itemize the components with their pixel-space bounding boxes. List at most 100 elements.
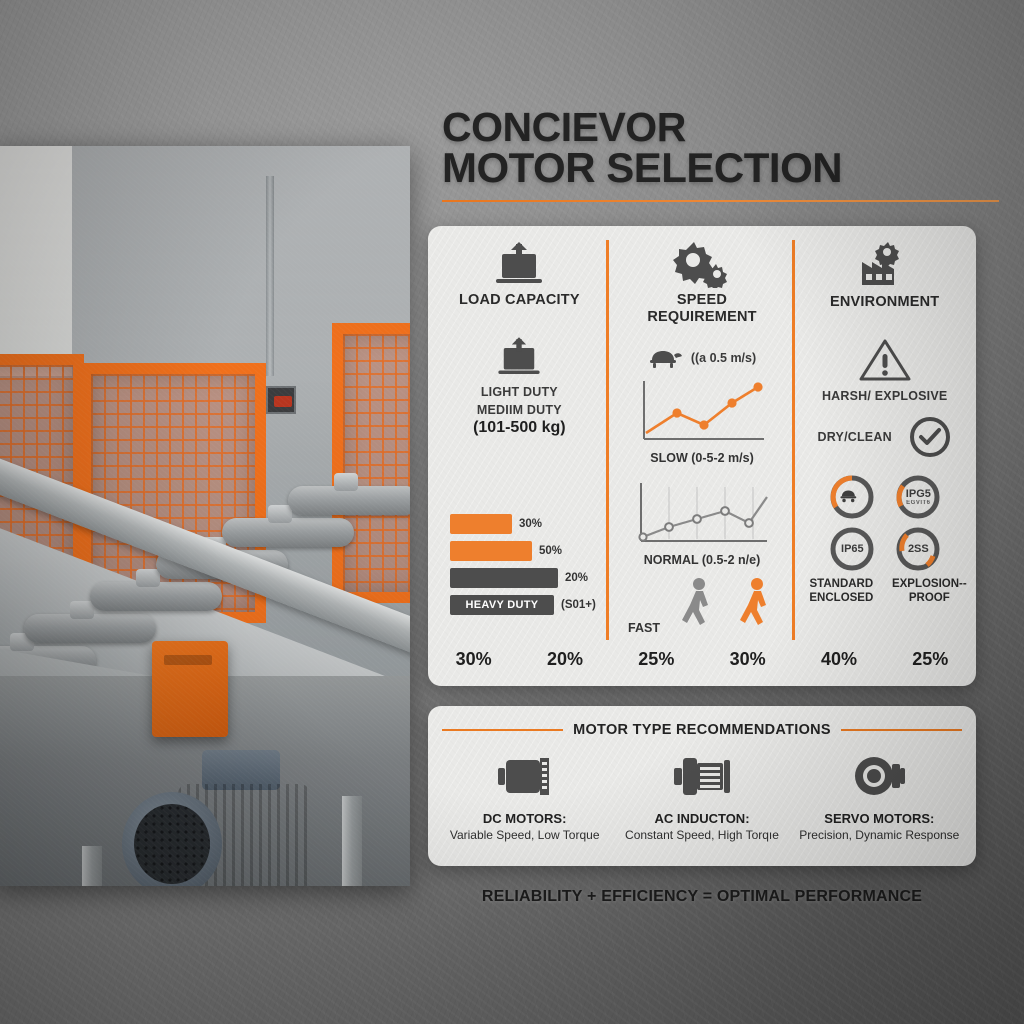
medium-duty-label: MEDIIM DUTY	[476, 402, 562, 417]
recommendations-panel: MOTOR TYPE RECOMMENDATIONS	[428, 706, 976, 866]
percentage-row: 30% 20% 25% 30% 40% 25%	[428, 649, 976, 670]
ring-icon	[896, 527, 940, 571]
load-capacity-bar-chart: 30% 50% 20% HEAVY DUTY	[450, 514, 606, 622]
column-title-speed-2: REQUIREMENT	[647, 308, 757, 325]
ac-motor-icon	[673, 758, 730, 795]
rec-name-dc: DC MOTORS:	[482, 811, 567, 826]
badge-2ss-text: 2SS	[895, 526, 941, 572]
recommendations-columns: DC MOTORS: Variable Speed, Low Torque	[428, 754, 976, 842]
motor-terminal-box	[202, 750, 280, 790]
motor-fan-cover	[122, 792, 222, 886]
crate-icon-small	[498, 336, 540, 374]
servo-motor-icon	[855, 757, 906, 795]
conveyor-roller	[222, 505, 354, 547]
badge-ipg5-value: IPG5	[905, 488, 931, 500]
dry-clean-label: DRY/CLEAN	[817, 429, 892, 444]
ring-icon	[896, 475, 940, 519]
column-divider	[606, 240, 609, 640]
page-title: CONCIEVOR MOTOR SELECTION	[442, 107, 1002, 191]
badge-row: IP65 2SS	[799, 526, 971, 572]
recommendation-servo-motors: SERVO MOTORS: Precision, Dynamic Respons…	[791, 754, 968, 842]
walking-person-orange-icon	[739, 578, 766, 626]
fast-label: FAST	[628, 621, 660, 636]
badge-label-explosion: EXPLOSION--PROOF	[891, 578, 967, 604]
badge-ipg5-text: IPG5 EGVIT6	[895, 474, 941, 520]
criteria-panel: LOAD CAPACITY LIGHT DUTY MEDIIM DUTY (10…	[428, 226, 976, 686]
badge-ipg5-sub: EGVIT6	[906, 500, 931, 506]
walking-person-grey-icon	[681, 578, 708, 626]
normal-speed-line-chart	[638, 483, 768, 543]
photo-wall-panel	[0, 146, 72, 376]
warning-triangle-icon	[859, 339, 911, 381]
badge-ip65-value: IP65	[841, 543, 864, 555]
electric-motor	[116, 750, 336, 886]
title-line-2: MOTOR SELECTION	[442, 143, 843, 191]
bar-heavy-duty-label: HEAVY DUTY	[465, 599, 539, 611]
footer-tagline: RELIABILITY + EFFICIENCY = OPTIMAL PERFO…	[481, 888, 923, 905]
badge-conveyor	[829, 474, 875, 520]
bar-third	[450, 568, 558, 588]
badge-ip65-text: IP65	[829, 526, 875, 572]
environment-badges: IPG5 EGVIT6 IP65	[799, 474, 971, 606]
rec-desc-servo: Precision, Dynamic Response	[799, 828, 960, 842]
photo-control-box	[266, 386, 296, 414]
column-speed-requirement: SPEED REQUIREMENT ((a 0.5	[611, 226, 794, 686]
rec-name-servo: SERVO MOTORS:	[824, 811, 935, 826]
badge-2ss-value: 2SS	[907, 543, 929, 555]
turtle-icon	[649, 351, 682, 369]
badge-ipg5: IPG5 EGVIT6	[895, 474, 941, 520]
percent-speed-2: 30%	[729, 649, 766, 669]
normal-chart-caption: NORMAL (0.5-2 n/e)	[643, 553, 761, 568]
percent-load-1: 30%	[455, 649, 492, 669]
bar-heavy-duty: HEAVY DUTY	[450, 595, 554, 615]
slow-speed-line-chart	[643, 381, 764, 441]
percent-load-2: 20%	[546, 649, 583, 669]
recommendation-ac-induction: AC INDUCTON: Constant Speed, High Torqıe	[613, 754, 790, 842]
gears-icon	[673, 242, 727, 288]
bar-row: HEAVY DUTY (S01+)	[450, 595, 606, 615]
percent-env-2: 25%	[912, 649, 949, 669]
bar-row: 30%	[450, 514, 606, 534]
column-title-load: LOAD CAPACITY	[458, 292, 580, 308]
ring-icon	[830, 475, 874, 519]
bar-row: 20%	[450, 568, 606, 588]
title-underline	[442, 200, 999, 202]
turtle-row: ((a 0.5 m/s)	[611, 347, 794, 369]
badge-2ss: 2SS	[895, 526, 941, 572]
bar-label-1: 50%	[539, 545, 563, 557]
photo-shading	[0, 146, 410, 886]
crate-icon	[496, 242, 543, 283]
dc-motor-icon	[497, 758, 549, 795]
ring-icon	[830, 527, 874, 571]
conveyor-roller	[90, 569, 222, 611]
column-divider	[792, 240, 795, 640]
percent-speed-1: 25%	[638, 649, 675, 669]
recommendations-header: MOTOR TYPE RECOMMENDATIONS	[428, 722, 976, 738]
harsh-explosive-label: HARSH/ EXPLOSIVE	[821, 388, 948, 403]
bar-label-3: (S01+)	[561, 599, 596, 611]
light-duty-label: LIGHT DUTY	[480, 384, 558, 399]
orange-junction-box	[152, 641, 228, 737]
photo-grain	[0, 146, 410, 886]
bar-light-duty	[450, 514, 512, 534]
infographic-right-column: CONCIEVOR MOTOR SELECTION	[424, 0, 1024, 1024]
recommendations-heading: MOTOR TYPE RECOMMENDATIONS	[573, 722, 831, 738]
column-title-speed-1: SPEED	[676, 292, 728, 308]
check-circle-icon	[909, 416, 950, 457]
conveyor-roller	[288, 473, 410, 515]
safety-cage-right	[332, 323, 410, 603]
rec-desc-dc: Variable Speed, Low Torque	[449, 828, 600, 842]
conveyor-leg	[342, 796, 362, 886]
bar-label-2: 20%	[565, 572, 589, 584]
photo-pipe	[266, 176, 274, 376]
percent-env-1: 40%	[820, 649, 857, 669]
bar-medium-duty	[450, 541, 532, 561]
header-rule-left	[442, 729, 564, 731]
conveyor-leg	[82, 846, 102, 886]
badge-row: IPG5 EGVIT6	[799, 474, 971, 520]
walkers-row: FAST	[611, 577, 794, 635]
slow-chart-caption: SLOW (0-5-2 m/s)	[650, 451, 754, 466]
column-environment: ENVIRONMENT HARSH/ EXPLOSIVE DRY/CLEAN	[793, 226, 976, 686]
conveyor-photo	[0, 146, 410, 886]
turtle-speed-label: ((a 0.5 m/s)	[690, 351, 757, 366]
